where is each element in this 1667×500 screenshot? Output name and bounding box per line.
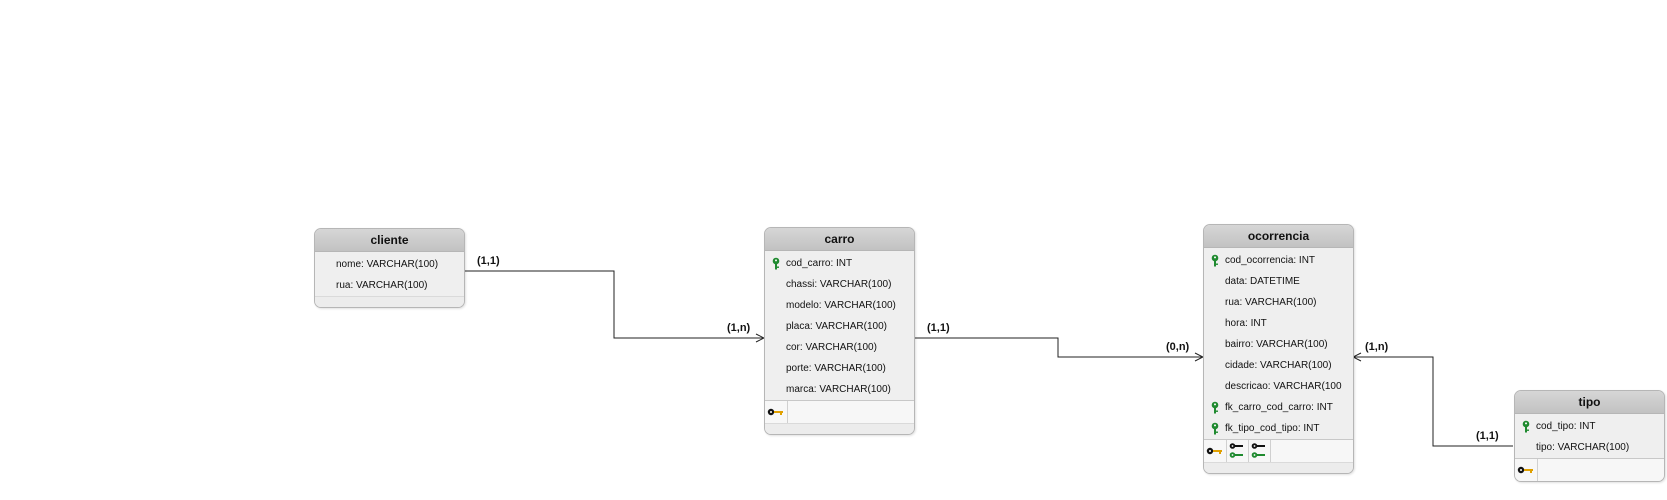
entity-carro[interactable]: carro cod_carro: INT chassi: VARCHAR(100… [764,227,915,435]
attribute-row: bairro: VARCHAR(100) [1204,334,1353,355]
relationship-cliente-carro[interactable] [464,270,764,338]
attribute-label: fk_carro_cod_carro: INT [1225,402,1333,413]
attribute-row: cod_tipo: INT [1515,416,1664,437]
entity-footer [315,296,464,307]
attribute-label: cod_tipo: INT [1536,421,1596,432]
primary-index-key-icon [1517,466,1533,474]
attribute-row: fk_tipo_cod_tipo: INT [1204,418,1353,439]
foreign-key-icon [1211,422,1219,435]
foreign-index-keys-icon [1229,443,1243,458]
entity-footer [1204,462,1353,473]
attribute-label: rua: VARCHAR(100) [1225,297,1317,308]
cardinality-label: (1,1) [1476,430,1499,442]
cardinality-label: (1,n) [727,322,751,334]
attribute-row: fk_carro_cod_carro: INT [1204,397,1353,418]
attribute-label: rua: VARCHAR(100) [336,280,428,291]
attribute-row: hora: INT [1204,313,1353,334]
relationship-carro-ocorrencia[interactable] [914,337,1203,357]
index-cell[interactable] [1226,440,1249,462]
attribute-label: nome: VARCHAR(100) [336,259,439,270]
primary-key-icon [1522,420,1530,433]
entity-tipo[interactable]: tipo cod_tipo: INT tipo: VARCHAR(100) [1514,390,1665,482]
index-cell[interactable] [1248,440,1271,462]
entity-title: cliente [315,229,464,252]
index-section [1515,458,1664,481]
attribute-row: modelo: VARCHAR(100) [765,295,914,316]
index-cell[interactable] [1515,459,1538,481]
primary-index-key-icon [1206,447,1222,455]
attribute-row: rua: VARCHAR(100) [1204,292,1353,313]
attribute-label: bairro: VARCHAR(100) [1225,339,1328,350]
primary-key-icon [772,257,780,270]
entity-ocorrencia[interactable]: ocorrencia cod_ocorrencia: INT data: DAT… [1203,224,1354,474]
attribute-label: modelo: VARCHAR(100) [786,300,896,311]
cardinality-label: (1,1) [477,255,500,267]
index-section [765,400,914,423]
cardinality-label: (1,1) [927,322,950,334]
attribute-row: chassi: VARCHAR(100) [765,274,914,295]
index-cell[interactable] [1204,440,1227,462]
entity-footer [765,423,914,434]
attribute-row: cor: VARCHAR(100) [765,337,914,358]
attribute-label: marca: VARCHAR(100) [786,384,891,395]
attribute-label: data: DATETIME [1225,276,1300,287]
attribute-row: rua: VARCHAR(100) [315,275,464,296]
primary-key-icon [1211,254,1219,267]
entity-cliente[interactable]: cliente nome: VARCHAR(100) rua: VARCHAR(… [314,228,465,308]
attribute-row: cod_ocorrencia: INT [1204,250,1353,271]
attribute-row: nome: VARCHAR(100) [315,254,464,275]
attribute-row: marca: VARCHAR(100) [765,379,914,400]
attribute-label: cod_carro: INT [786,258,853,269]
attribute-row: placa: VARCHAR(100) [765,316,914,337]
foreign-index-keys-icon [1251,443,1265,458]
attribute-label: cor: VARCHAR(100) [786,342,877,353]
cardinality-label: (1,n) [1365,341,1389,353]
attribute-label: fk_tipo_cod_tipo: INT [1225,423,1320,434]
entity-title: tipo [1515,391,1664,414]
attribute-row: porte: VARCHAR(100) [765,358,914,379]
attribute-row: tipo: VARCHAR(100) [1515,437,1664,458]
attribute-label: placa: VARCHAR(100) [786,321,887,332]
attribute-row: data: DATETIME [1204,271,1353,292]
attribute-row: cod_carro: INT [765,253,914,274]
attribute-row: descricao: VARCHAR(100 [1204,376,1353,397]
primary-index-key-icon [767,408,783,416]
attribute-row: cidade: VARCHAR(100) [1204,355,1353,376]
attribute-label: cod_ocorrencia: INT [1225,255,1316,266]
index-section [1204,439,1353,462]
attribute-label: descricao: VARCHAR(100 [1225,381,1342,392]
attribute-label: chassi: VARCHAR(100) [786,279,892,290]
cardinality-label: (0,n) [1166,341,1190,353]
attribute-label: porte: VARCHAR(100) [786,363,886,374]
index-cell[interactable] [765,401,788,423]
relationship-tipo-ocorrencia[interactable] [1353,357,1513,447]
entity-title: carro [765,228,914,251]
foreign-key-icon [1211,401,1219,414]
attribute-label: tipo: VARCHAR(100) [1536,442,1630,453]
attribute-label: hora: INT [1225,318,1267,329]
entity-title: ocorrencia [1204,225,1353,248]
attribute-label: cidade: VARCHAR(100) [1225,360,1332,371]
